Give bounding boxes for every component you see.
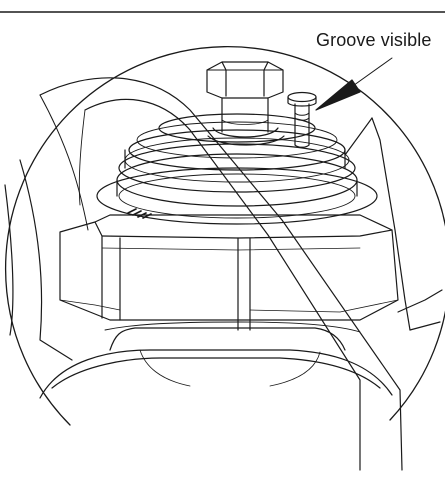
pin-with-groove bbox=[287, 91, 317, 148]
callout-label: Groove visible bbox=[316, 30, 432, 50]
right-side-band bbox=[344, 117, 443, 331]
callout-leader bbox=[315, 57, 393, 111]
left-arc-band bbox=[4, 159, 73, 361]
lower-bulb bbox=[39, 327, 393, 399]
hex-nut bbox=[206, 61, 285, 146]
detail-circle bbox=[4, 46, 445, 426]
hex-body bbox=[59, 214, 399, 333]
upper-flange bbox=[96, 113, 378, 225]
diagonal-band bbox=[39, 77, 403, 471]
